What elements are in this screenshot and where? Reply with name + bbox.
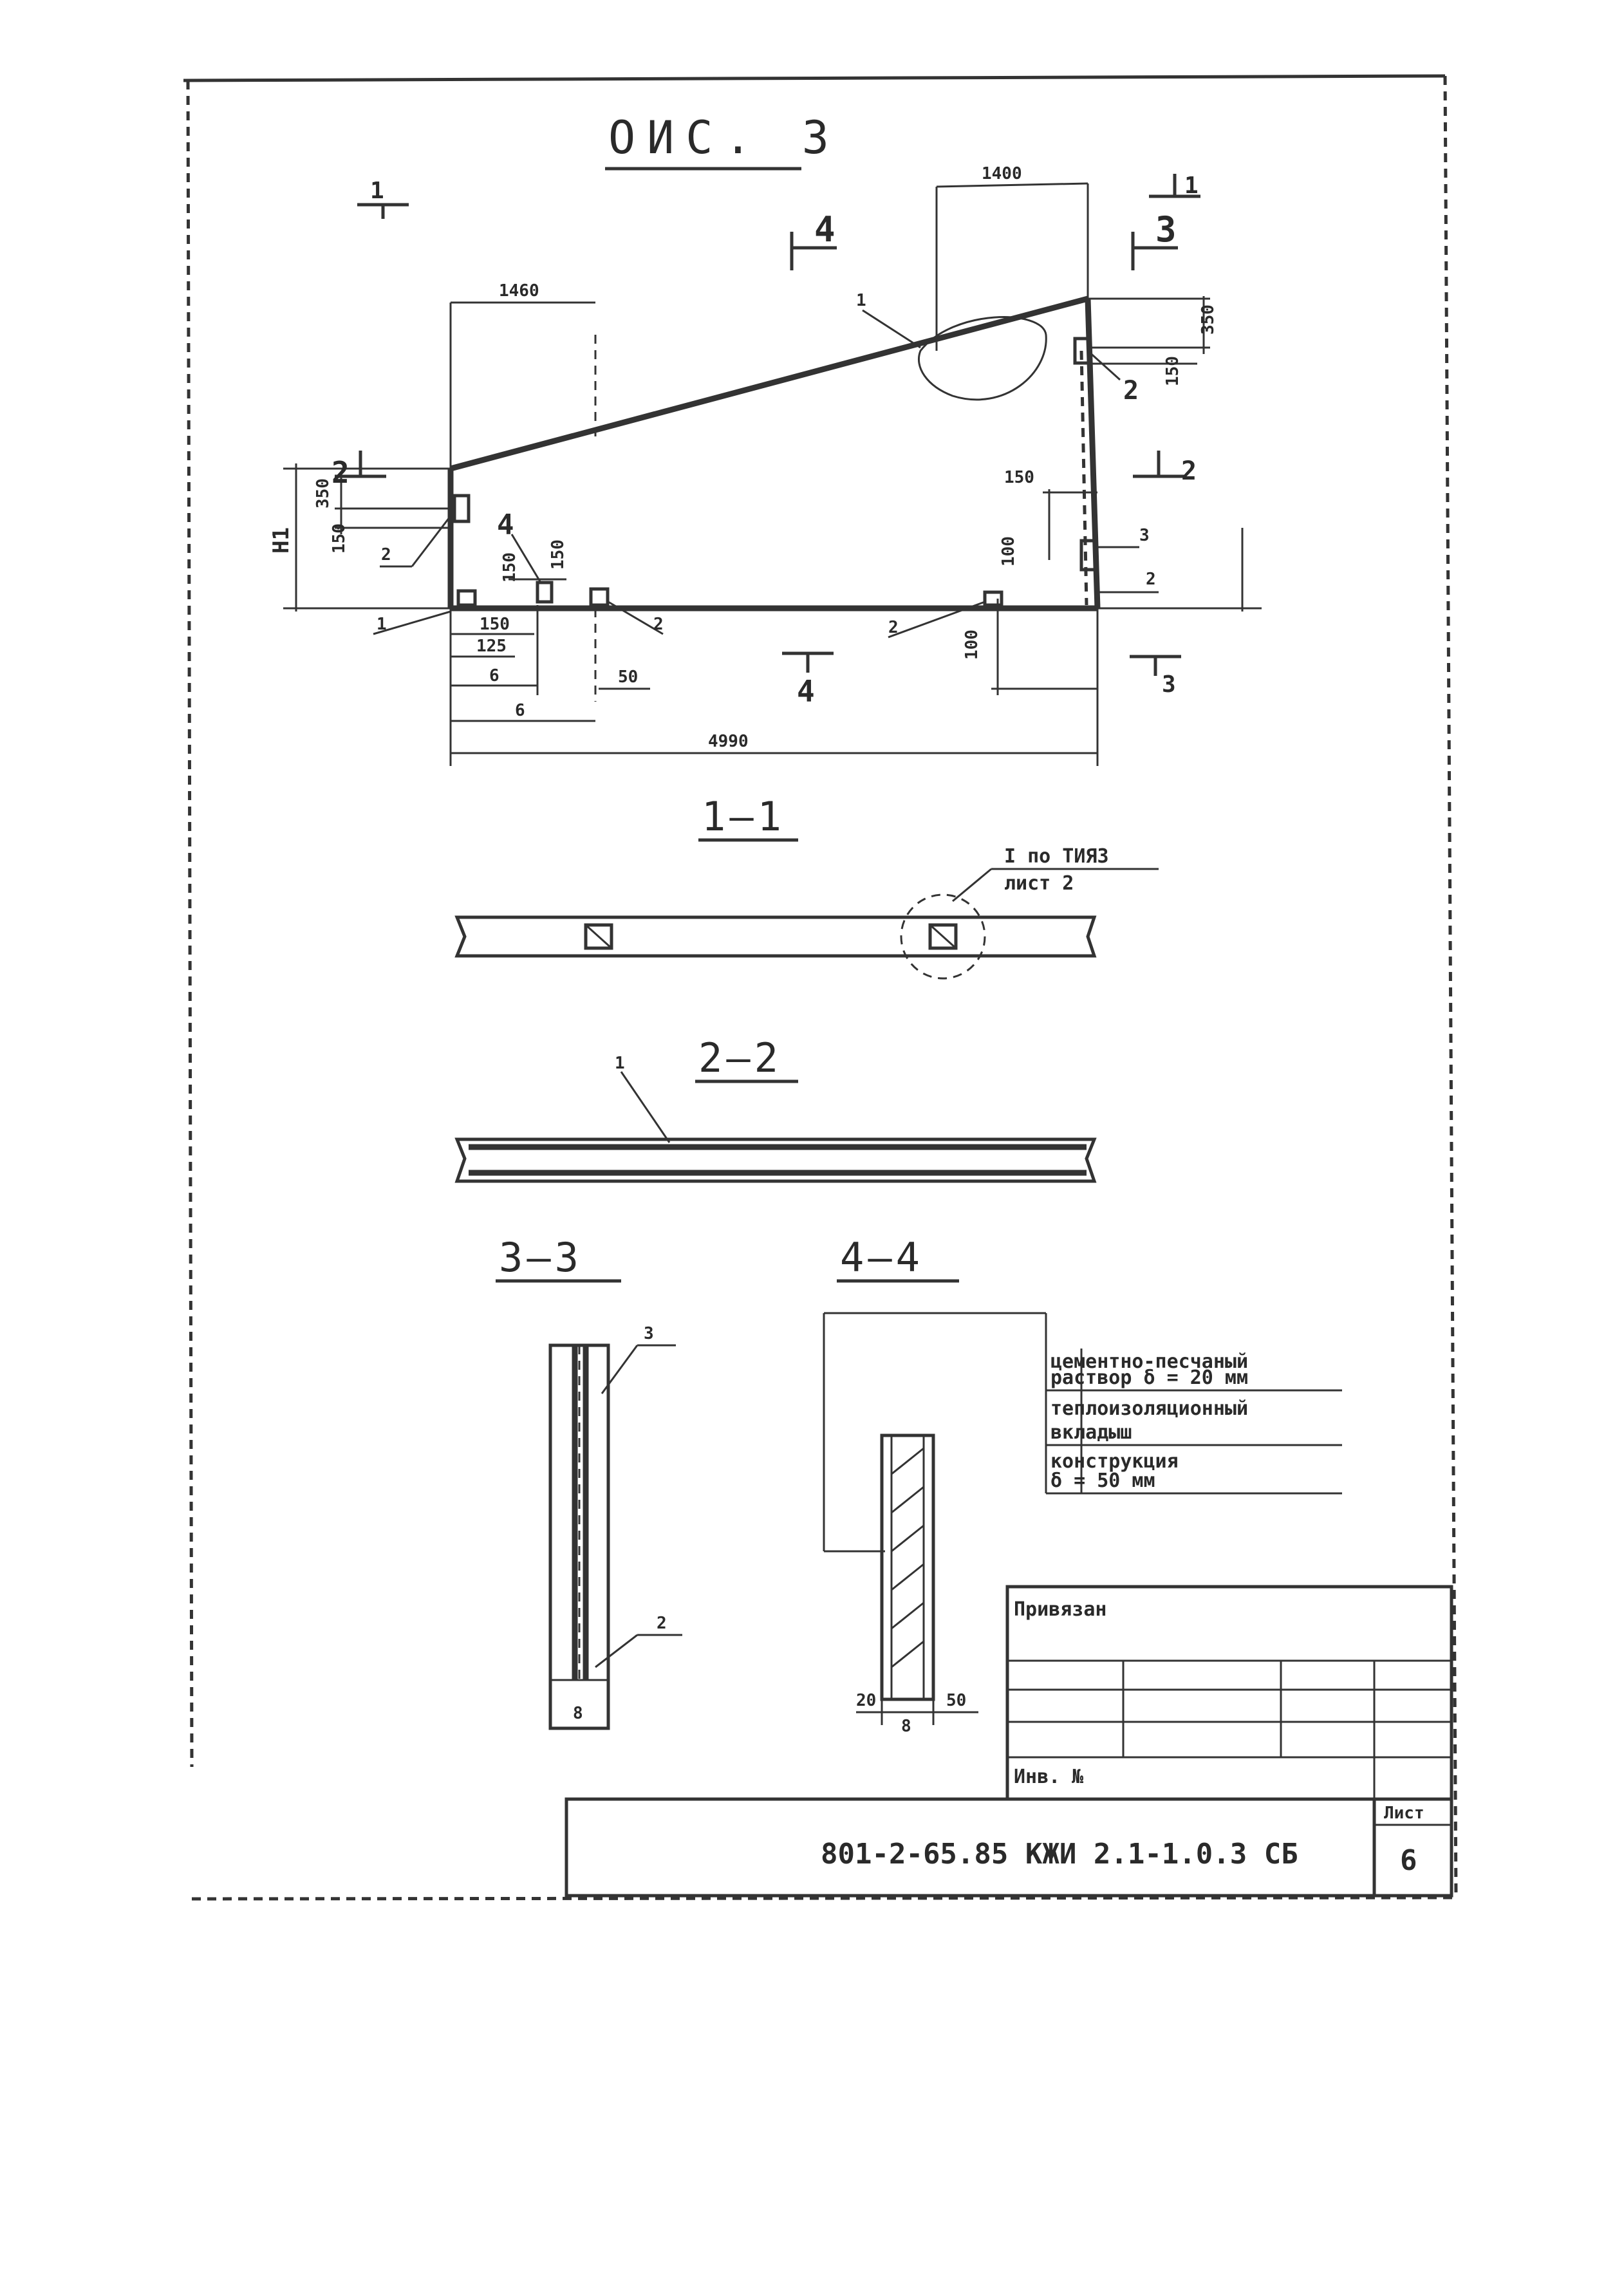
callout-1a: 1 [856, 291, 866, 310]
layer-2-line-2: вкладыш [1050, 1421, 1132, 1444]
stamp-inv: Инв. № [1014, 1766, 1084, 1788]
sheet-frame [183, 74, 1458, 1901]
dim-right-bottom: 100 [962, 630, 982, 660]
callout-2b: 2 [381, 545, 391, 565]
dim-top-width: 1400 [982, 164, 1022, 183]
callout-2a: 2 [1123, 376, 1139, 406]
drawing-title: ОИС. 3 [608, 111, 841, 164]
dim-bottom-b: 6 [489, 666, 499, 686]
cut-marker-3-top: 3 [1131, 209, 1178, 270]
cut-marker-2-left: 2 [331, 451, 386, 490]
svg-text:2—2: 2—2 [698, 1034, 782, 1081]
section-4-dim-mid: 8 [901, 1717, 911, 1736]
layer-1-line-2: раствор δ = 20 мм [1050, 1367, 1248, 1389]
elevation-view: 1400 1460 350 150 350 150 Н1 150 125 6 6 [268, 164, 1262, 766]
stamp-sheet-label: Лист [1384, 1804, 1424, 1823]
cut-marker-3-bottom: 3 [1130, 655, 1181, 698]
section-2-callout: 1 [615, 1054, 625, 1073]
dim-left-offset: 1460 [499, 281, 539, 301]
section-3-width: 8 [573, 1704, 583, 1723]
title-block: Привязан Инв. № 801-2-65.85 КЖИ 2.1-1.0.… [565, 1585, 1453, 1898]
section-1-1: 1—1 I по ТИЯЗ лист 2 [454, 793, 1159, 980]
layer-2-line-1: теплоизоляционный [1050, 1397, 1248, 1420]
section-4-4: 4—4 цементно-песчаный раствор δ = 20 мм … [823, 1234, 1342, 1736]
layer-3-line-2: δ = 50 мм [1050, 1470, 1155, 1492]
dim-right-100: 100 [999, 536, 1018, 566]
layer-1-line-1: цементно-песчаный [1050, 1350, 1248, 1373]
svg-text:1: 1 [1184, 173, 1199, 199]
cut-marker-4-bottom: 4 [782, 651, 834, 709]
svg-text:2: 2 [1181, 456, 1197, 486]
cut-marker-1-right: 1 [1149, 173, 1200, 199]
callout-2e: 2 [1146, 570, 1156, 589]
section-3-callout-bottom: 2 [657, 1614, 667, 1633]
section-1-note-2: лист 2 [1004, 872, 1074, 895]
svg-text:4—4: 4—4 [840, 1234, 924, 1281]
stamp-code: 801-2-65.85 КЖИ 2.1-1.0.3 СБ [821, 1838, 1298, 1871]
section-3-3: 3—3 3 2 8 [496, 1234, 682, 1730]
svg-text:3: 3 [1155, 209, 1177, 250]
dim-bottom-125: 125 [476, 637, 507, 656]
section-3-callout-top: 3 [644, 1324, 654, 1343]
dim-bottom-50: 50 [618, 668, 638, 687]
section-4-dim-left: 20 [856, 1691, 876, 1710]
dim-mid-150: 150 [500, 552, 519, 583]
cut-marker-4-top: 4 [790, 209, 837, 270]
section-4-dim-right: 50 [946, 1691, 966, 1710]
dim-left-total: Н1 [268, 527, 294, 554]
svg-text:3: 3 [1162, 671, 1176, 698]
svg-text:1—1: 1—1 [702, 793, 785, 840]
svg-text:4: 4 [797, 674, 815, 709]
section-1-note-1: I по ТИЯЗ [1004, 845, 1109, 868]
cut-marker-2-right: 2 [1133, 451, 1197, 486]
dim-mid-r: 150 [548, 539, 568, 570]
svg-text:2: 2 [331, 455, 350, 490]
dim-right-mid: 150 [1163, 356, 1182, 386]
callout-1b: 1 [377, 615, 387, 634]
callout-2c: 2 [653, 615, 664, 634]
stamp-sheet-number: 6 [1400, 1844, 1417, 1877]
dim-right-top: 350 [1199, 304, 1218, 335]
stamp-privyazan: Привязан [1014, 1598, 1107, 1621]
callout-4: 4 [497, 509, 514, 541]
layer-3-line-1: конструкция [1050, 1450, 1179, 1473]
dim-right-r: 150 [1004, 468, 1034, 487]
dim-total: 4990 [708, 732, 749, 751]
dim-left-h2: 150 [330, 523, 349, 554]
dim-bottom-150: 150 [480, 615, 510, 634]
section-2-2: 2—2 1 [454, 1034, 1097, 1183]
svg-text:4: 4 [814, 209, 835, 250]
callout-3: 3 [1139, 526, 1150, 545]
cut-marker-1-left: 1 [357, 178, 409, 219]
svg-text:3—3: 3—3 [499, 1234, 583, 1281]
svg-text:1: 1 [370, 178, 384, 204]
dim-left-h1: 350 [313, 478, 333, 509]
dim-bottom-b2: 6 [515, 701, 525, 720]
callout-2d: 2 [888, 618, 899, 637]
